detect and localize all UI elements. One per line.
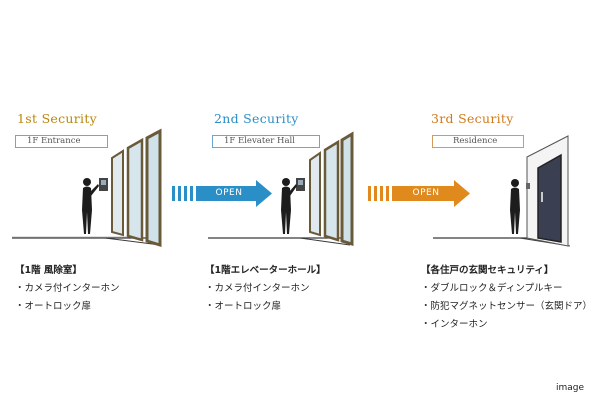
person-silhouette-2	[281, 178, 297, 234]
stage-1-feature-item: ・オートロック扉	[15, 301, 92, 312]
stage-3-features: 【各住戸の玄関セキュリティ】 ・ダブルロック＆ディンプルキー ・防犯マグネットセ…	[421, 262, 592, 334]
open-arrow-2-body	[392, 180, 470, 207]
stage-1-title: 1st Security	[17, 111, 98, 126]
open-arrow-2	[368, 180, 470, 207]
stage-2-place-label: 1F Elevater Hall	[212, 135, 320, 148]
stage-3-feature-item: ・防犯マグネットセンサー（玄関ドア）	[421, 301, 593, 312]
open-arrow-1	[172, 180, 272, 207]
stage-2-features: 【1階エレベーターホール】 ・カメラ付インターホン ・オートロック扉	[205, 262, 326, 316]
glass-door-1c	[145, 128, 162, 248]
door-handle	[541, 192, 543, 202]
stage-1-features: 【1階 風除室】 ・カメラ付インターホン ・オートロック扉	[15, 262, 120, 316]
intercom-panel-3	[526, 183, 530, 189]
stage-1-feature-item: ・カメラ付インターホン	[15, 283, 120, 294]
scene-residence	[433, 135, 571, 247]
stage-1-heading: 【1階 風除室】	[15, 265, 82, 276]
stage-2-feature-item: ・カメラ付インターホン	[205, 283, 310, 294]
open-arrow-1-label: OPEN	[215, 188, 243, 198]
glass-door-1a	[111, 149, 124, 237]
glass-door-2c	[340, 131, 354, 247]
glass-door-2b	[323, 139, 340, 242]
stage-3-place-label: Residence	[432, 135, 524, 148]
stage-3-heading: 【各住戸の玄関セキュリティ】	[421, 265, 554, 276]
glass-door-2a	[309, 151, 321, 237]
stage-2-feature-item: ・オートロック扉	[205, 301, 282, 312]
stage-2-title: 2nd Security	[214, 111, 299, 126]
image-caption: image	[555, 383, 584, 393]
residence-door	[537, 153, 562, 243]
open-arrow-1-body	[196, 180, 272, 207]
floor-edge-1	[104, 237, 161, 246]
scene-elevator-hall	[208, 131, 354, 247]
stage-2-heading: 【1階エレベーターホール】	[205, 265, 326, 276]
stage-1-place-label: 1F Entrance	[15, 135, 108, 148]
open-arrow-2-label: OPEN	[412, 188, 440, 198]
stage-3-title: 3rd Security	[431, 111, 514, 126]
scene-entrance	[12, 128, 162, 248]
person-silhouette-1	[82, 178, 99, 234]
stage-3-feature-item: ・インターホン	[421, 319, 488, 330]
glass-door-1b	[126, 137, 144, 242]
stage-3-feature-item: ・ダブルロック＆ディンプルキー	[421, 283, 563, 294]
person-silhouette-3	[510, 179, 520, 234]
